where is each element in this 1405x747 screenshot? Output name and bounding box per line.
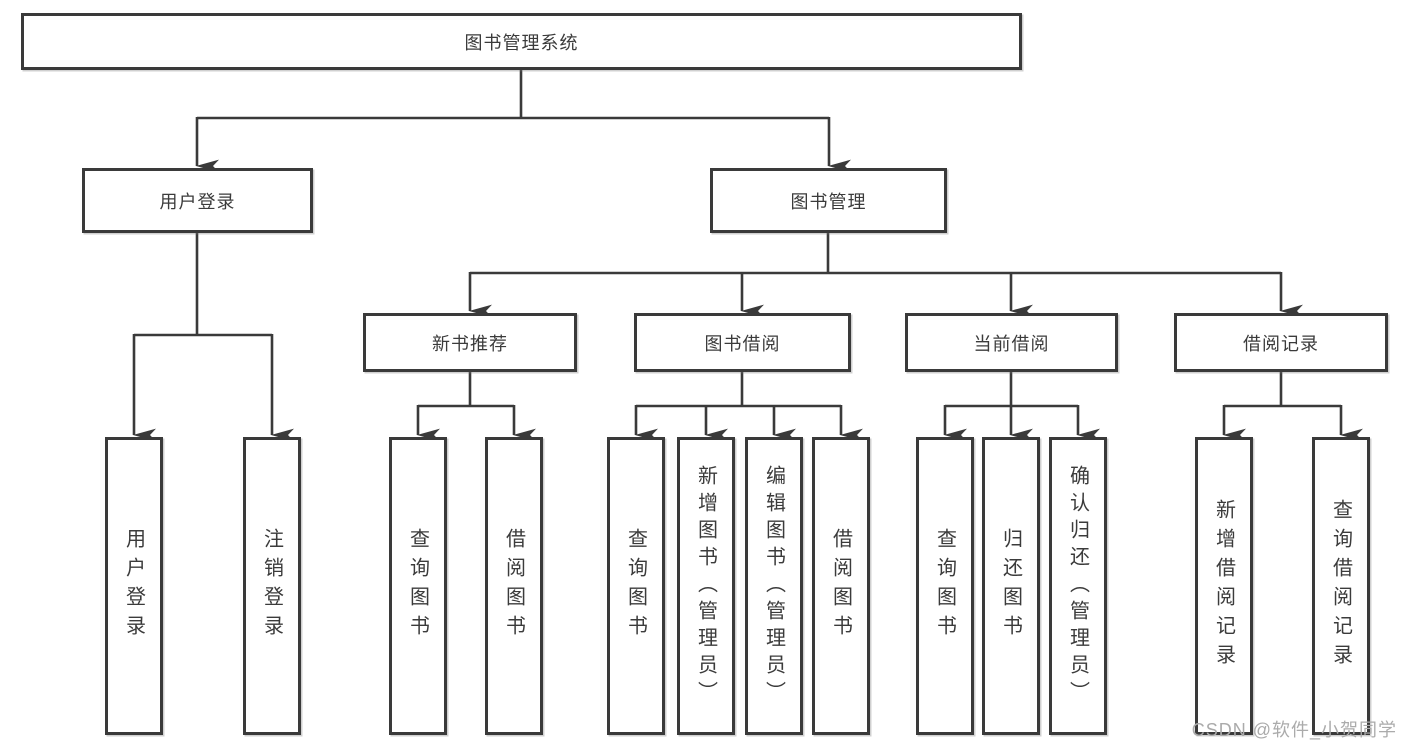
node-current-borrow-label: 当前借阅 — [973, 333, 1050, 354]
node-borrow-records-label: 借阅记录 — [1243, 333, 1319, 354]
leaf-return-book: 归还图书 — [982, 437, 1040, 735]
node-book-mgmt-label: 图书管理 — [790, 191, 867, 212]
leaf-edit-book-admin-label: 编辑图书（管理员） — [762, 464, 785, 708]
node-user-login: 用户登录 — [82, 168, 313, 233]
leaf-add-borrow-record: 新增借阅记录 — [1195, 437, 1253, 735]
leaf-edit-book-admin: 编辑图书（管理员） — [745, 437, 803, 735]
leaf-query-books-newrec: 查询图书 — [389, 437, 447, 735]
node-borrow-records: 借阅记录 — [1174, 313, 1388, 372]
leaf-logout: 注销登录 — [243, 437, 301, 735]
leaf-add-book-admin: 新增图书（管理员） — [677, 437, 735, 735]
node-book-borrow-label: 图书借阅 — [704, 333, 781, 354]
leaf-query-books-current-label: 查询图书 — [933, 528, 956, 644]
leaf-query-borrow-record-label: 查询借阅记录 — [1329, 499, 1352, 673]
leaf-borrow-books-newrec: 借阅图书 — [485, 437, 543, 735]
leaf-confirm-return-admin-label: 确认归还（管理员） — [1066, 464, 1089, 708]
leaf-logout-label: 注销登录 — [260, 528, 283, 644]
leaf-confirm-return-admin: 确认归还（管理员） — [1049, 437, 1107, 735]
leaf-add-borrow-record-label: 新增借阅记录 — [1212, 499, 1235, 673]
leaf-query-books-borrow-label: 查询图书 — [624, 528, 647, 644]
connector-new-book-branch — [416, 372, 536, 442]
node-book-borrow: 图书借阅 — [634, 313, 851, 372]
connector-book-borrow-branch — [634, 372, 863, 442]
node-user-login-label: 用户登录 — [159, 191, 236, 212]
leaf-user-login: 用户登录 — [105, 437, 163, 735]
connector-user-login-branch — [132, 233, 294, 442]
connector-borrow-records-branch — [1222, 372, 1363, 442]
node-root: 图书管理系统 — [21, 13, 1022, 70]
leaf-query-books-newrec-label: 查询图书 — [406, 528, 429, 644]
node-new-book-rec: 新书推荐 — [363, 313, 577, 372]
leaf-query-books-borrow: 查询图书 — [607, 437, 665, 735]
leaf-query-books-current: 查询图书 — [916, 437, 974, 735]
leaf-borrow-books: 借阅图书 — [812, 437, 870, 735]
connector-book-mgmt-branch — [468, 233, 1303, 318]
connector-root-to-level2 — [195, 70, 851, 173]
node-root-label: 图书管理系统 — [464, 32, 579, 53]
node-current-borrow: 当前借阅 — [905, 313, 1118, 372]
leaf-query-borrow-record: 查询借阅记录 — [1312, 437, 1370, 735]
leaf-borrow-books-newrec-label: 借阅图书 — [502, 528, 525, 644]
node-new-book-rec-label: 新书推荐 — [432, 333, 508, 354]
connector-current-borrow-branch — [943, 372, 1100, 442]
leaf-user-login-label: 用户登录 — [122, 528, 145, 644]
node-book-mgmt: 图书管理 — [710, 168, 947, 233]
leaf-return-book-label: 归还图书 — [999, 528, 1022, 644]
leaf-add-book-admin-label: 新增图书（管理员） — [694, 464, 717, 708]
leaf-borrow-books-label: 借阅图书 — [829, 528, 852, 644]
